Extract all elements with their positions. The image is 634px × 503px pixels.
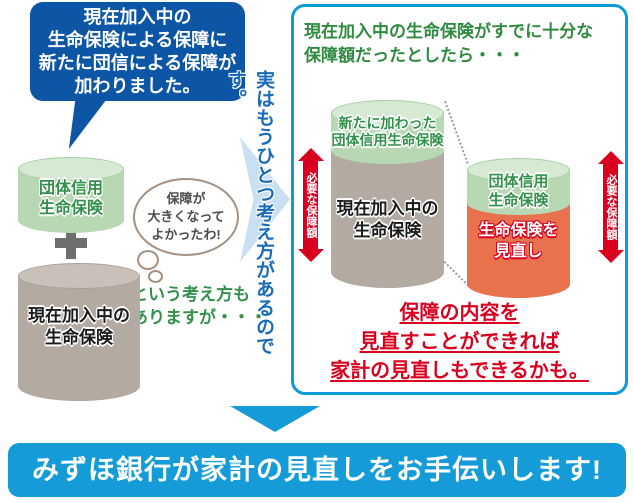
thought-bubble-dot: [137, 250, 159, 270]
arrow-head-down: [297, 249, 324, 262]
arrow-head-up: [597, 151, 624, 164]
comment-line: という考え方も: [131, 285, 250, 304]
group-credit-insurance-cylinder: 団体信用 生命保険: [18, 157, 124, 233]
current-insurance-with-dantai-cylinder: 新たに加わった 団体信用生命保険 現在加入中の 生命保険: [331, 100, 444, 288]
cylinder-top: [18, 263, 140, 289]
label-line: 団体信用: [488, 173, 549, 190]
review-insurance-label: 生命保険を 見直し: [467, 220, 570, 262]
reviewed-insurance-cylinder: 団体信用 生命保険 生命保険を 見直し: [467, 158, 570, 298]
speech-bubble-line: 現在加入中の: [83, 7, 192, 27]
down-arrow-icon: [230, 406, 320, 432]
heading-line: 現在加入中の生命保険がすでに十分な: [304, 22, 594, 41]
conclusion-text: 保障の内容を 見直すことができれば 家計の見直しもできるかも。: [294, 299, 625, 386]
new-dantai-label: 新たに加わった 団体信用生命保険: [331, 115, 444, 149]
label-line: 生命保険: [488, 192, 549, 209]
label-line: 新たに加わった: [338, 115, 437, 131]
cylinder-top: [18, 157, 124, 181]
speech-bubble: 現在加入中の 生命保険による保障に 新たに団信による保障が 加わりました。: [30, 2, 245, 101]
thought-bubble: 保障が 大きくなって よかったわ!: [133, 178, 239, 256]
label-line: 生命保険: [353, 221, 422, 240]
double-headed-arrow-icon: 必要な保障額: [297, 148, 324, 262]
speech-bubble-tail: [68, 97, 109, 149]
alternative-idea-panel: 現在加入中の生命保険がすでに十分な 保障額だったとしたら・・・ 必要な保障額 新…: [291, 4, 628, 395]
required-coverage-label: 必要な保障額: [605, 174, 617, 240]
cylinder-top: [467, 158, 570, 182]
label-line: 生命保険: [38, 200, 103, 217]
label-line: 見直し: [494, 243, 543, 260]
current-insurance-label: 現在加入中の 生命保険: [331, 198, 444, 242]
thought-line: 大きくなって: [147, 209, 225, 224]
arrow-head-down: [597, 250, 624, 263]
mizuho-banner: みずほ銀行が家計の見直しをお手伝いします!: [8, 443, 626, 497]
label-line: 現在加入中の: [336, 199, 439, 218]
plus-bar: [66, 227, 76, 259]
dotted-connector: [444, 101, 469, 164]
current-life-insurance-label: 現在加入中の 生命保険: [18, 305, 140, 349]
label-line: 生命保険: [45, 328, 113, 347]
group-credit-insurance-label: 団体信用 生命保険: [18, 179, 124, 219]
cylinder-body: [18, 276, 140, 401]
thought-bubble-dot: [148, 270, 163, 283]
speech-bubble-line: 新たに団信による保障が: [38, 53, 237, 73]
thought-line: よかったわ!: [151, 227, 221, 242]
plus-icon: [55, 227, 87, 259]
double-headed-arrow-icon: 必要な保障額: [597, 151, 624, 263]
current-life-insurance-cylinder: 現在加入中の 生命保険: [18, 263, 140, 401]
speech-bubble-line: 加わりました。: [74, 76, 201, 96]
speech-bubble-line: 生命保険による保障に: [47, 30, 228, 50]
conclusion-line: 家計の見直しもできるかも。: [330, 360, 589, 382]
panel-heading: 現在加入中の生命保険がすでに十分な 保障額だったとしたら・・・: [304, 20, 593, 68]
thought-line: 保障が: [166, 191, 206, 206]
comment-line: ありますが・・・: [131, 308, 267, 327]
heading-line: 保障額だったとしたら・・・: [304, 46, 525, 65]
conclusion-line: 保障の内容を: [399, 302, 520, 324]
label-line: 生命保険を: [478, 222, 559, 239]
cylinder-top: [331, 100, 444, 126]
label-line: 団体信用: [38, 180, 103, 197]
conclusion-line: 見直すことができれば: [359, 331, 560, 353]
arrow-bar: 必要な保障額: [603, 164, 618, 250]
arrow-bar: 必要な保障額: [303, 161, 318, 249]
required-coverage-label: 必要な保障額: [305, 172, 317, 238]
label-line: 現在加入中の: [28, 306, 130, 325]
label-line: 団体信用生命保険: [331, 132, 444, 148]
transition-vertical-text: 実はもうひとつ考え方があるのです。: [225, 70, 274, 355]
arrow-head-up: [297, 148, 324, 161]
dantai-label: 団体信用 生命保険: [467, 172, 570, 210]
dotted-connector: [443, 261, 470, 287]
comment-text: という考え方も ありますが・・・: [131, 283, 267, 329]
